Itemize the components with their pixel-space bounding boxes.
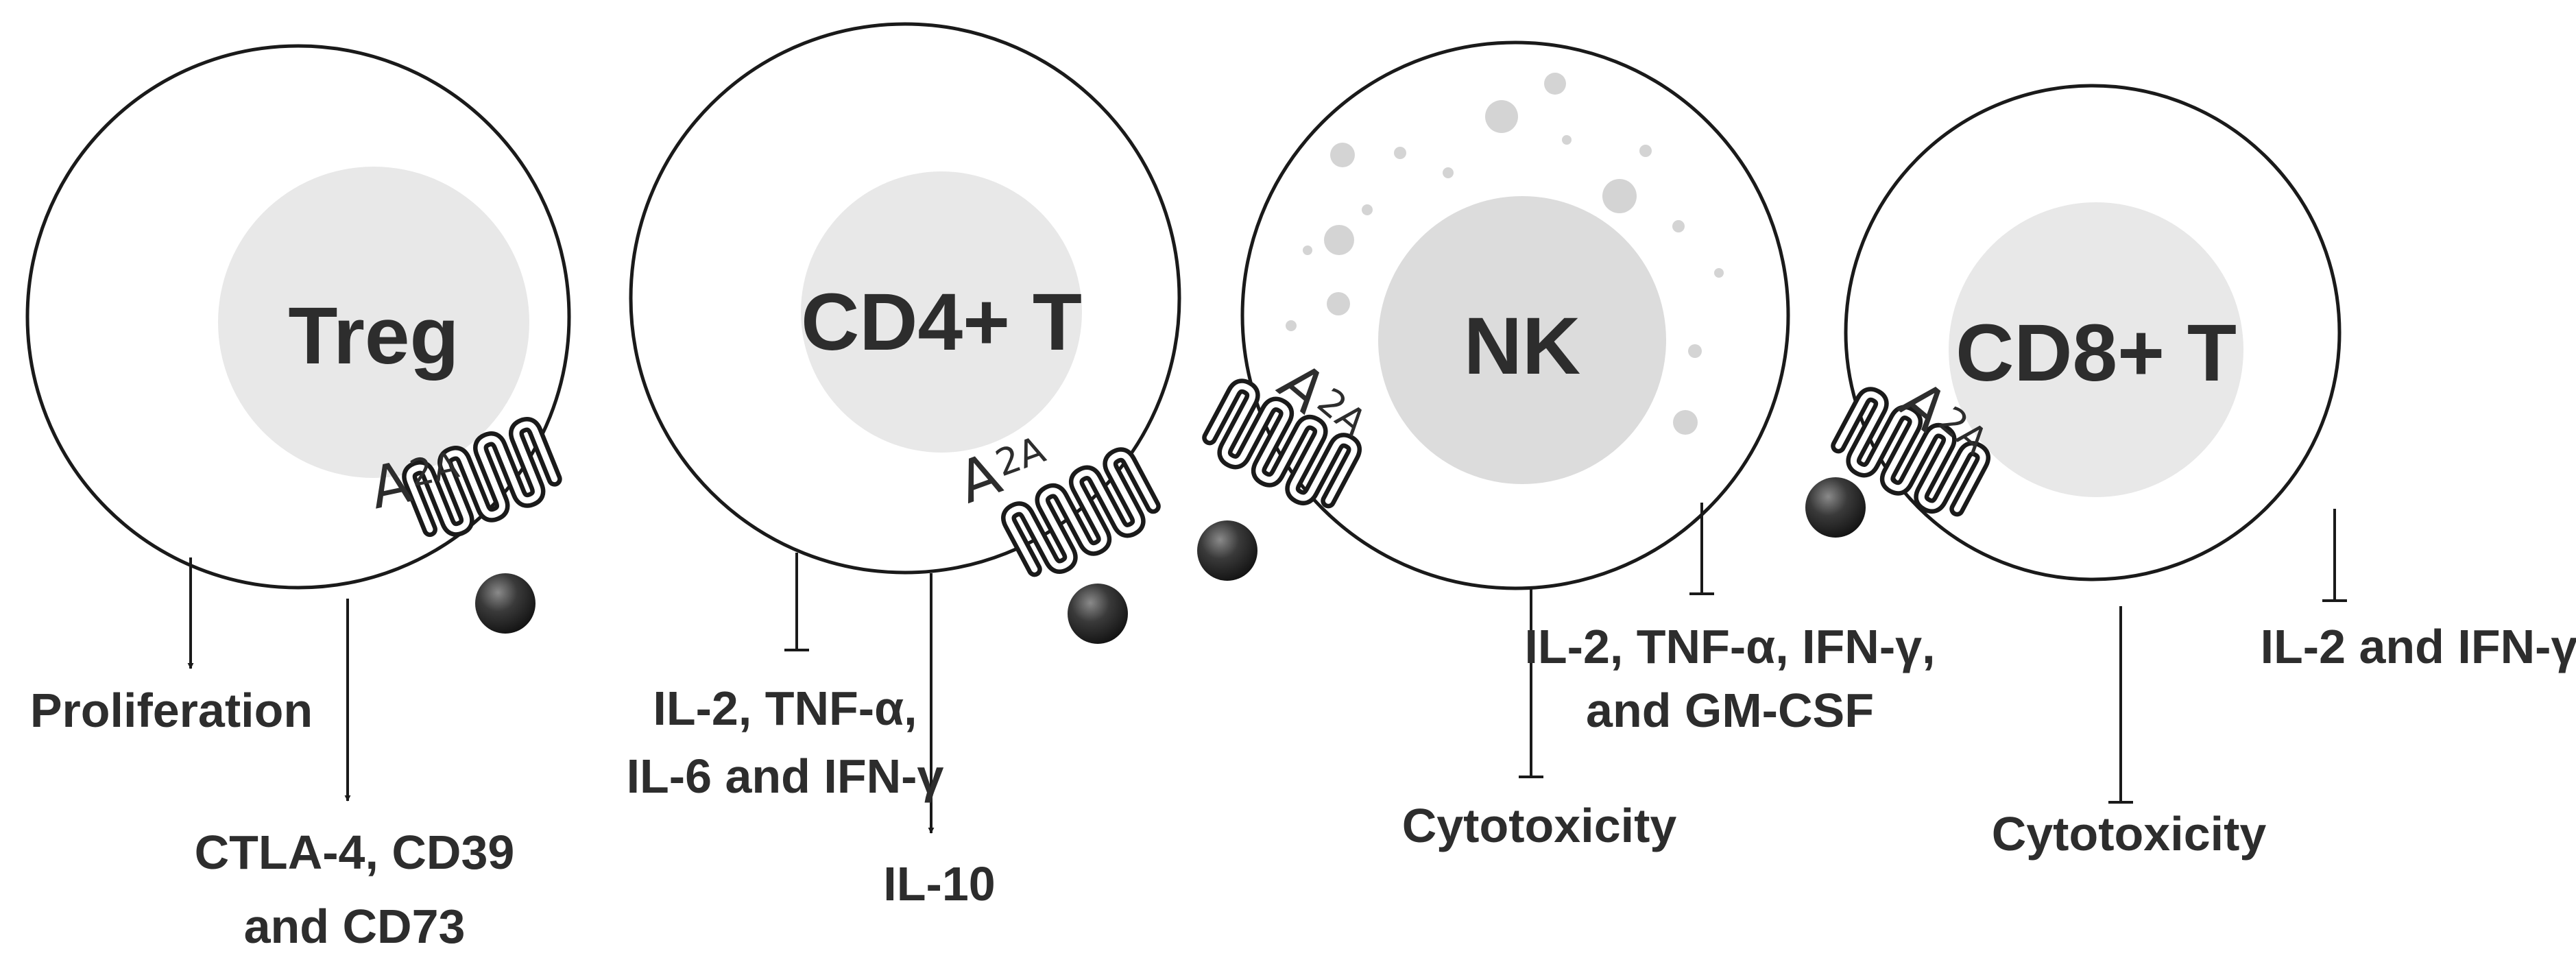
- nk-label: NK: [1464, 301, 1580, 392]
- cd8-cytokines-label: IL-2 and IFN-γ: [2261, 620, 2576, 673]
- nk-nucleus: [1378, 196, 1666, 484]
- cd8-nucleus: [1949, 202, 2243, 497]
- treg-proliferation-label: Proliferation: [30, 684, 313, 737]
- treg-label: Treg: [288, 291, 459, 381]
- nk-cytotoxicity-label: Cytotoxicity: [1402, 799, 1677, 852]
- treg-cell: Treg A 2A: [25, 44, 571, 634]
- output-labels: Proliferation CTLA-4, CD39 and CD73 IL-2…: [30, 620, 2576, 953]
- treg-markers-label-line1: CTLA-4, CD39: [195, 826, 515, 879]
- nk-cytokines-label-line2: and GM-CSF: [1586, 684, 1874, 737]
- cd4-nucleus: [801, 171, 1082, 453]
- nk-cell: NK A 2A: [1197, 40, 1790, 590]
- treg-adenosine-ligand: [475, 573, 535, 634]
- svg-text:2A: 2A: [406, 443, 463, 495]
- nk-adenosine-ligand: [1197, 520, 1257, 581]
- cd8-label: CD8+ T: [1955, 308, 2237, 398]
- treg-nucleus: [218, 167, 529, 478]
- cd4-t-cell: CD4+ T A 2A: [629, 22, 1181, 644]
- cd8-t-cell: CD8+ T A 2A: [1805, 84, 2342, 581]
- connectors: [187, 503, 2347, 834]
- cd4-cytokines-label-line2: IL-6 and IFN-γ: [627, 749, 944, 803]
- nk-granules: [1286, 73, 1724, 435]
- nk-cytokines-label-line1: IL-2, TNF-α, IFN-γ,: [1524, 620, 1935, 673]
- cd4-label: CD4+ T: [801, 277, 1082, 368]
- cd4-cytokines-label-line1: IL-2, TNF-α,: [653, 682, 917, 735]
- cd8-cytotoxicity-label: Cytotoxicity: [1992, 807, 2267, 861]
- treg-markers-label-line2: and CD73: [244, 900, 466, 953]
- cd4-il10-label: IL-10: [883, 857, 995, 911]
- cd4-adenosine-ligand: [1068, 584, 1128, 644]
- cd8-adenosine-ligand: [1805, 477, 1866, 538]
